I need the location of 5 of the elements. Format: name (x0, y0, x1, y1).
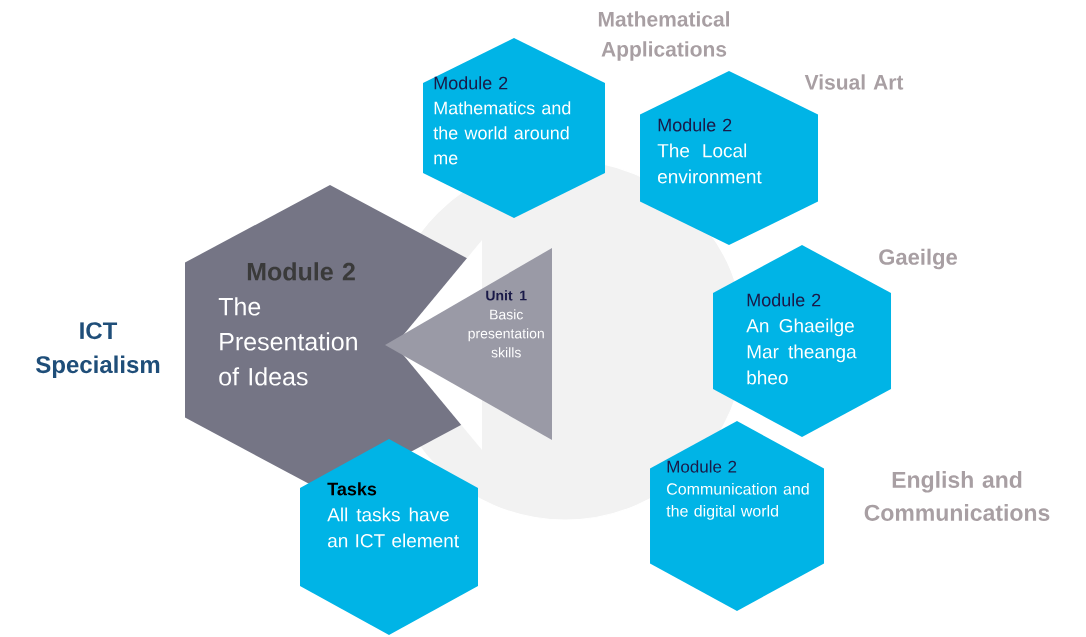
hexagon: Tasks All tasks have an ICT element (300, 439, 478, 635)
subject-label: English and Communications (864, 471, 1050, 521)
triangle: Unit 1 Basic presentation skills (385, 248, 552, 440)
hexagon: Module 2 Communication and the digital world (650, 421, 824, 611)
subject-label: ICT Specialism (36, 322, 160, 378)
